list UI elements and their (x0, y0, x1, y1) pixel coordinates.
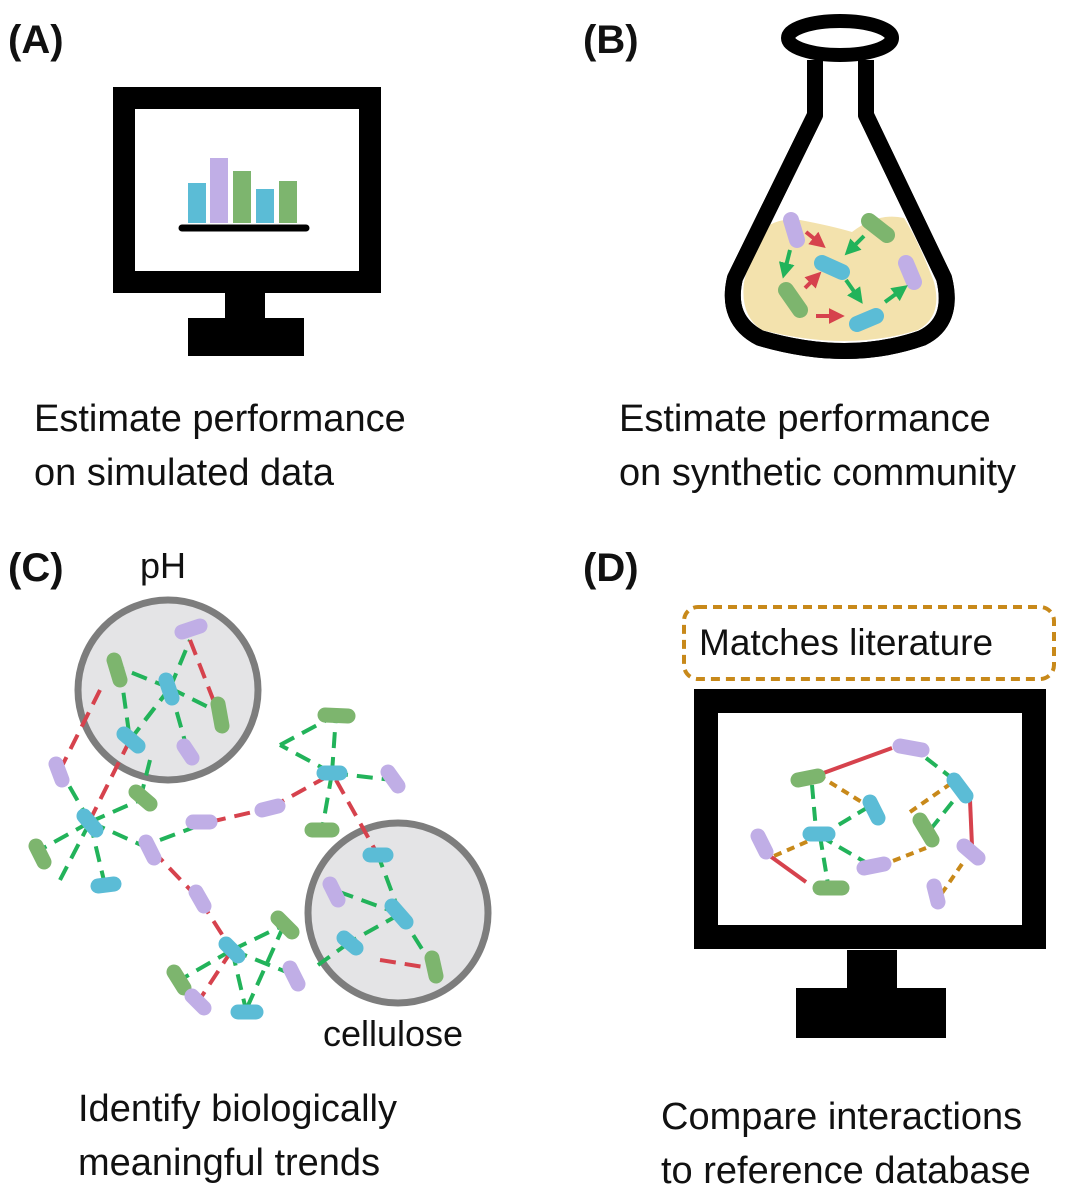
panel-d-caption-line-2: to reference database (661, 1150, 1031, 1192)
panel-a-caption-line-2: on simulated data (34, 452, 334, 494)
panel-d-caption: Compare interactions to reference databa… (661, 1090, 1031, 1198)
panel-c-caption-line-1: Identify biologically (78, 1088, 397, 1130)
panel-b-caption-line-2: on synthetic community (619, 452, 1017, 494)
panel-b-caption-line-1: Estimate performance (619, 398, 991, 440)
ph-label: pH (140, 545, 187, 586)
panel-c-caption-line-2: meaningful trends (78, 1142, 381, 1184)
panel-a-label: (A) (8, 18, 64, 62)
callout-text: Matches literature (699, 622, 994, 663)
panel-a-caption-line-1: Estimate performance (34, 398, 406, 440)
cellulose-label: cellulose (323, 1013, 464, 1054)
panel-d-label: (D) (583, 546, 639, 590)
panel-b-label: (B) (583, 18, 639, 62)
panel-c-label: (C) (8, 546, 64, 590)
panel-b-caption: Estimate performance on synthetic commun… (619, 392, 1016, 500)
panel-c-caption: Identify biologically meaningful trends (78, 1082, 397, 1190)
panel-d-caption-line-1: Compare interactions (661, 1096, 1023, 1138)
panel-a-caption: Estimate performance on simulated data (34, 392, 406, 500)
